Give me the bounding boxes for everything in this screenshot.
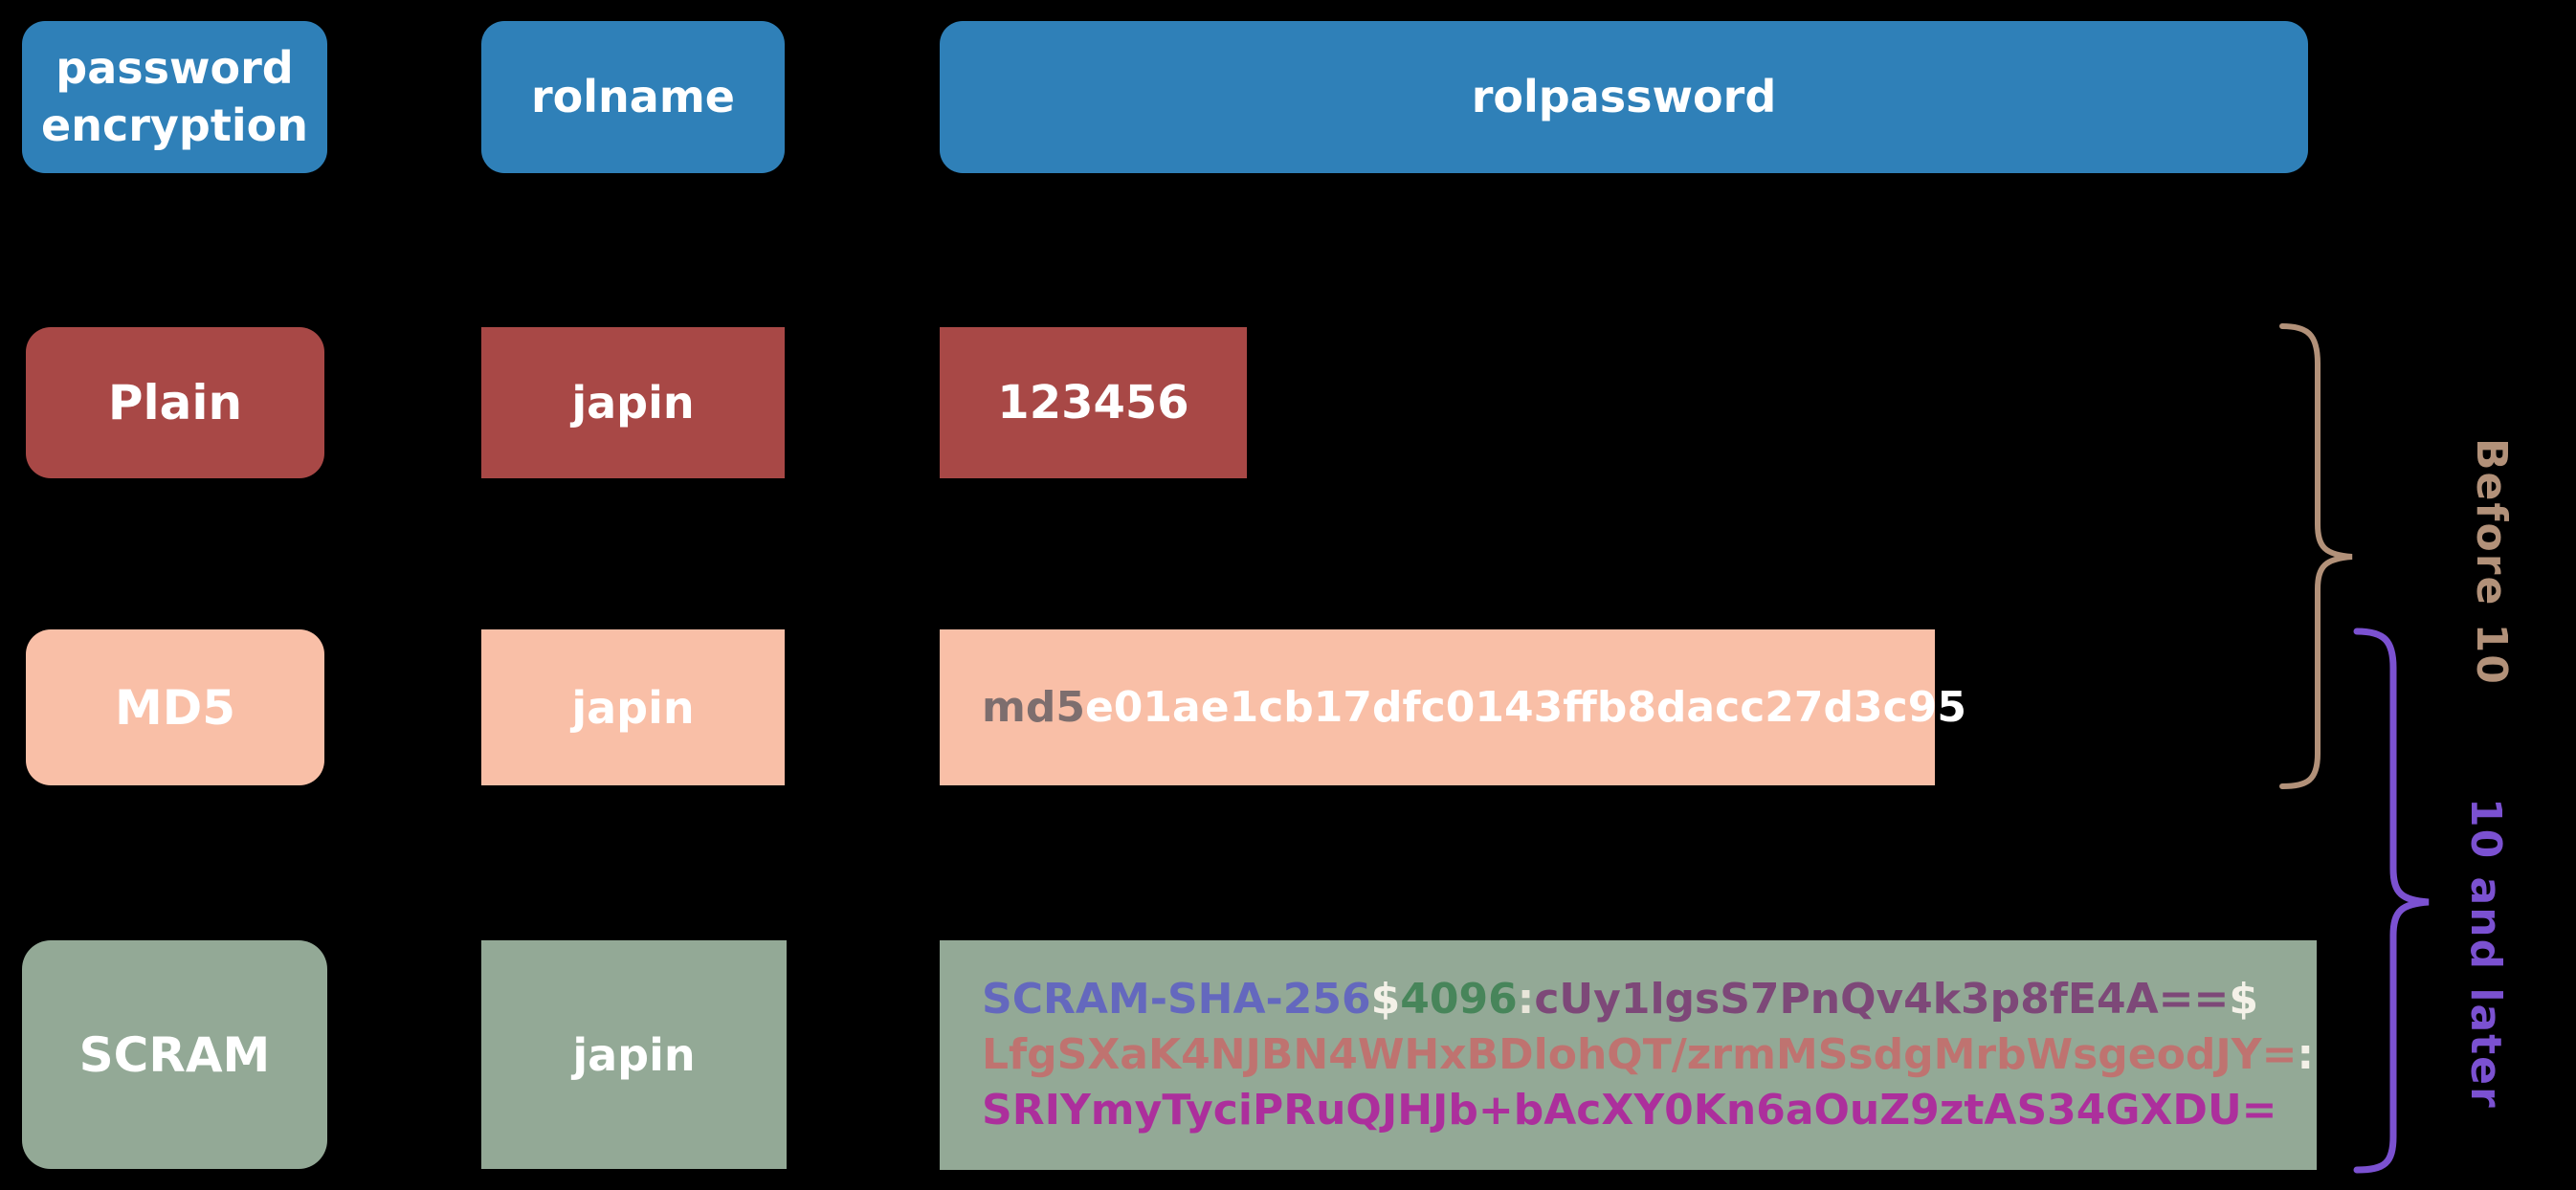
password-segment: $: [2229, 975, 2259, 1024]
ten-and-later-label: 10 and later: [2461, 798, 2510, 1110]
scram-rolname-value: japin: [572, 1028, 696, 1081]
md5-rolpassword-value: md5e01ae1cb17dfc0143ffb8dacc27d3c95: [982, 680, 1966, 736]
md5-rolname-value: japin: [571, 681, 695, 734]
header-rolpassword: rolpassword: [940, 21, 2308, 173]
password-segment: SRIYmyTyciPRuQJHJb+bAcXY0Kn6aOuZ9ztAS34G…: [982, 1086, 2277, 1135]
md5-rolname-box: japin: [481, 629, 785, 785]
password-segment: 4096: [1400, 975, 1518, 1024]
password-segment: :: [1517, 975, 1535, 1024]
md5-rolpassword-box: md5e01ae1cb17dfc0143ffb8dacc27d3c95: [940, 629, 1966, 785]
ten-and-later-brace: [2353, 628, 2430, 1174]
password-segment: :: [2297, 1030, 2315, 1079]
plain-rolpassword-box: 123456: [940, 327, 1247, 478]
header-rolpassword-label: rolpassword: [1471, 70, 1777, 122]
password-segment: $: [1370, 975, 1401, 1024]
password-segment: md5: [982, 682, 1085, 732]
password-segment: e01ae1cb17dfc0143ffb8dacc27d3c95: [1084, 682, 1966, 732]
header-rolname-label: rolname: [531, 70, 735, 122]
scram-rolname-box: japin: [481, 940, 787, 1169]
password-segment: SCRAM-SHA-256: [982, 975, 1371, 1024]
scram-rolpassword-line-3: SRIYmyTyciPRuQJHJb+bAcXY0Kn6aOuZ9ztAS34G…: [982, 1083, 2277, 1138]
scram-method-label: SCRAM: [78, 1026, 271, 1083]
scram-rolpassword-line-2: LfgSXaK4NJBN4WHxBDlohQT/zrmMSsdgMrbWsgeo…: [982, 1027, 2314, 1083]
plain-rolname-value: japin: [571, 377, 695, 429]
plain-method-box: Plain: [26, 327, 324, 478]
scram-method-box: SCRAM: [22, 940, 327, 1169]
scram-rolpassword-line-1: SCRAM-SHA-256$4096:cUy1lgsS7PnQv4k3p8fE4…: [982, 972, 2258, 1027]
md5-method-box: MD5: [26, 629, 324, 785]
plain-rolpassword-value: 123456: [997, 376, 1189, 430]
plain-rolname-box: japin: [481, 327, 785, 478]
password-segment: cUy1lgsS7PnQv4k3p8fE4A==: [1534, 975, 2230, 1024]
password-segment: LfgSXaK4NJBN4WHxBDlohQT/zrmMSsdgMrbWsgeo…: [982, 1030, 2298, 1079]
header-rolname: rolname: [481, 21, 785, 173]
header-password-encryption: password encryption: [22, 21, 327, 173]
scram-rolpassword-box: SCRAM-SHA-256$4096:cUy1lgsS7PnQv4k3p8fE4…: [940, 940, 2317, 1170]
before-10-brace: [2279, 323, 2353, 789]
header-password-encryption-label: password encryption: [41, 41, 308, 151]
plain-method-label: Plain: [107, 375, 243, 430]
md5-method-label: MD5: [114, 679, 236, 736]
before-10-label: Before 10: [2467, 438, 2516, 686]
